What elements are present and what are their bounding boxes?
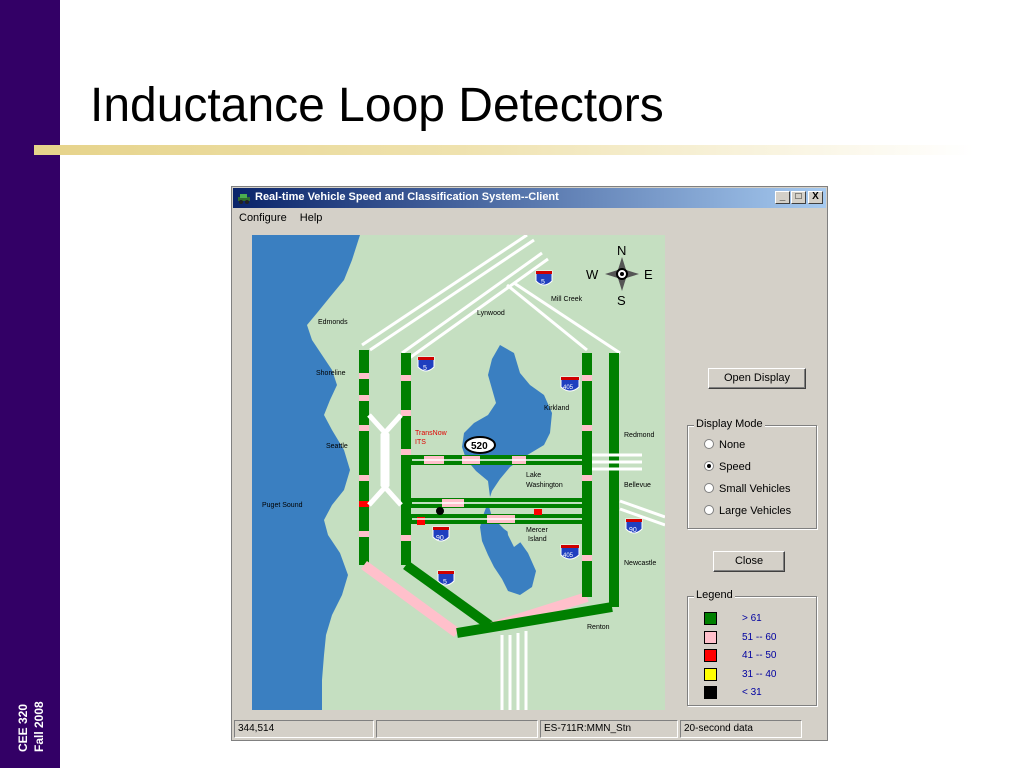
close-window-button[interactable]: X	[808, 191, 823, 204]
radio-small-vehicles-indicator[interactable]	[704, 483, 714, 493]
legend-group: Legend > 61 51 -- 60 41 -- 50 31 -- 40 <…	[687, 589, 817, 706]
status-station: ES-711R:MMN_Stn	[540, 720, 678, 738]
radio-none-indicator[interactable]	[704, 439, 714, 449]
compass-n: N	[617, 243, 626, 258]
course-term: Fall 2008	[32, 701, 46, 752]
status-empty	[376, 720, 538, 738]
detector-stations-red	[359, 501, 542, 525]
display-mode-group: Display Mode None Speed Small Vehicles L…	[687, 418, 817, 529]
sr520-shield: 520	[464, 436, 496, 454]
label-newcastle: Newcastle	[624, 560, 656, 567]
legend-swatch	[704, 686, 717, 699]
status-bar: 344,514 ES-711R:MMN_Stn 20-second data	[234, 720, 825, 738]
i5-shield-mid: 5	[417, 356, 435, 372]
i405-shield-north: 405	[560, 376, 580, 392]
i405-north-corridor	[506, 281, 621, 355]
legend-swatch	[704, 668, 717, 681]
course-label: CEE 320 Fall 2008	[4, 680, 56, 760]
radio-large-vehicles-indicator[interactable]	[704, 505, 714, 515]
label-transnow-2: ITS	[415, 439, 426, 446]
svg-text:90: 90	[436, 535, 444, 542]
label-renton: Renton	[587, 624, 610, 631]
compass-rose: N S W E	[586, 243, 653, 308]
i405-shield-south: 405	[560, 544, 580, 560]
svg-text:5: 5	[423, 365, 427, 372]
label-lake-2: Washington	[526, 482, 563, 489]
display-mode-title: Display Mode	[694, 418, 765, 430]
open-display-button[interactable]: Open Display	[708, 368, 806, 389]
svg-text:405: 405	[563, 385, 574, 391]
menu-configure[interactable]: Configure	[239, 212, 287, 224]
svg-text:90: 90	[629, 527, 637, 534]
label-kirkland: Kirkland	[544, 405, 569, 412]
menu-bar: Configure Help	[234, 210, 825, 228]
window-title: Real-time Vehicle Speed and Classificati…	[255, 191, 559, 203]
window-titlebar[interactable]: Real-time Vehicle Speed and Classificati…	[233, 188, 826, 208]
menu-help[interactable]: Help	[299, 212, 323, 224]
i5-shield-north: 5	[535, 270, 553, 286]
label-edmonds: Edmonds	[318, 319, 348, 326]
label-mercer-1: Mercer	[526, 527, 548, 534]
legend-swatch	[704, 612, 717, 625]
radio-speed-indicator[interactable]	[704, 461, 714, 471]
radio-large-vehicles[interactable]: Large Vehicles	[704, 505, 791, 517]
label-mercer-2: Island	[528, 536, 547, 543]
compass-w: W	[586, 267, 599, 282]
radio-none[interactable]: None	[704, 439, 745, 451]
east-connectors	[500, 453, 665, 710]
maximize-button[interactable]: □	[791, 191, 806, 204]
freeway-map[interactable]: N S W E 5 5 5 405 405	[252, 235, 665, 710]
lake-washington-water	[462, 345, 552, 595]
i90-shield-west: 90	[432, 526, 450, 542]
status-coords: 344,514	[234, 720, 374, 738]
label-transnow-1: TransNow	[415, 430, 448, 437]
radio-speed[interactable]: Speed	[704, 461, 751, 473]
legend-swatch	[704, 631, 717, 644]
car-marker	[436, 507, 444, 515]
app-icon	[238, 194, 250, 204]
minimize-button[interactable]: _	[775, 191, 790, 204]
close-button[interactable]: Close	[713, 551, 785, 572]
legend-swatch	[704, 649, 717, 662]
app-window: Real-time Vehicle Speed and Classificati…	[231, 186, 828, 741]
label-lynnwood: Lynwood	[477, 310, 505, 317]
puget-sound-water	[252, 235, 360, 710]
label-seattle: Seattle	[326, 443, 348, 450]
compass-e: E	[644, 267, 653, 282]
label-lake-1: Lake	[526, 472, 541, 479]
status-interval: 20-second data	[680, 720, 802, 738]
label-redmond: Redmond	[624, 432, 654, 439]
svg-text:405: 405	[563, 553, 574, 559]
svg-text:5: 5	[443, 579, 447, 586]
label-shoreline: Shoreline	[316, 370, 346, 377]
slide-side-bar: CEE 320 Fall 2008	[0, 0, 60, 768]
i5-north-corridor	[361, 235, 549, 361]
slide-title: Inductance Loop Detectors	[90, 79, 664, 132]
i5-shield-south: 5	[437, 570, 455, 586]
course-code: CEE 320	[16, 703, 30, 752]
compass-s: S	[617, 293, 626, 308]
legend-title: Legend	[694, 589, 735, 601]
i5-interchange	[367, 413, 403, 507]
radio-small-vehicles[interactable]: Small Vehicles	[704, 483, 791, 495]
title-underline	[34, 145, 974, 155]
label-bellevue: Bellevue	[624, 482, 651, 489]
svg-text:5: 5	[541, 279, 545, 286]
i90-shield-east: 90	[625, 518, 643, 534]
label-puget-sound: Puget Sound	[262, 502, 303, 509]
label-mill-creek: Mill Creek	[551, 296, 583, 303]
svg-text:520: 520	[471, 441, 488, 452]
sr520-bridge-lanes	[412, 459, 582, 520]
